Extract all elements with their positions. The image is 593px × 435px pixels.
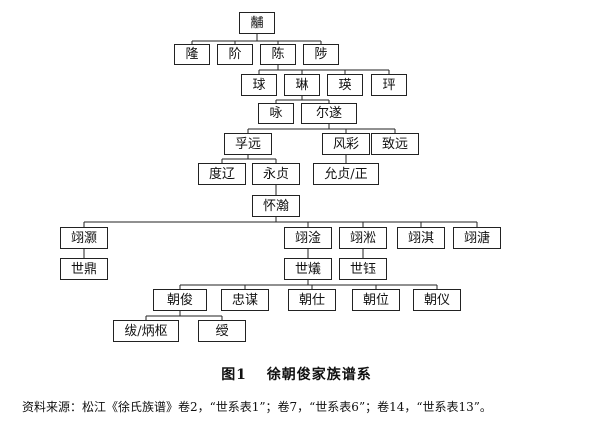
person-node: 瑛 bbox=[327, 74, 363, 96]
person-node: 隆 bbox=[174, 44, 210, 65]
person-node: 翊淞 bbox=[339, 227, 387, 249]
person-node: 绶 bbox=[198, 320, 246, 342]
person-node: 球 bbox=[241, 74, 277, 96]
person-node: 永贞 bbox=[252, 163, 300, 185]
person-node: 忠谋 bbox=[221, 289, 269, 311]
person-node: 世鼎 bbox=[60, 258, 108, 280]
person-node: 翊溏 bbox=[453, 227, 501, 249]
person-node: 度辽 bbox=[198, 163, 246, 185]
person-node: 陟 bbox=[303, 44, 339, 65]
person-node: 朝仕 bbox=[288, 289, 336, 311]
figure-title: 徐朝俊家族谱系 bbox=[266, 367, 372, 383]
person-node: 朝俊 bbox=[153, 289, 207, 311]
person-node: 孚远 bbox=[224, 133, 272, 155]
person-node: 翊淇 bbox=[397, 227, 445, 249]
person-node: 允贞/正 bbox=[313, 163, 379, 185]
person-node: 阶 bbox=[217, 44, 253, 65]
person-node: 朝仪 bbox=[413, 289, 461, 311]
figure-number: 图1 bbox=[221, 367, 247, 383]
person-node: 玶 bbox=[371, 74, 407, 96]
person-node: 世燨 bbox=[284, 258, 332, 280]
person-node: 风彩 bbox=[322, 133, 370, 155]
genealogy-connectors bbox=[83, 34, 478, 320]
source-note: 资料来源：松江《徐氏族谱》卷2，“世系表1”；卷7，“世系表6”；卷14，“世系… bbox=[22, 400, 492, 414]
person-node: 黼 bbox=[239, 12, 275, 34]
person-node: 绂/炳枢 bbox=[113, 320, 179, 342]
person-node: 朝位 bbox=[352, 289, 400, 311]
person-node: 致远 bbox=[371, 133, 419, 155]
person-node: 怀瀚 bbox=[252, 195, 300, 217]
person-node: 翊淦 bbox=[284, 227, 332, 249]
person-node: 尔遂 bbox=[301, 103, 357, 124]
figure-caption: 图1 徐朝俊家族谱系 bbox=[0, 364, 593, 384]
person-node: 琳 bbox=[284, 74, 320, 96]
person-node: 陈 bbox=[260, 44, 296, 65]
person-node: 咏 bbox=[258, 103, 294, 124]
person-node: 翊灏 bbox=[60, 227, 108, 249]
person-node: 世钰 bbox=[339, 258, 387, 280]
